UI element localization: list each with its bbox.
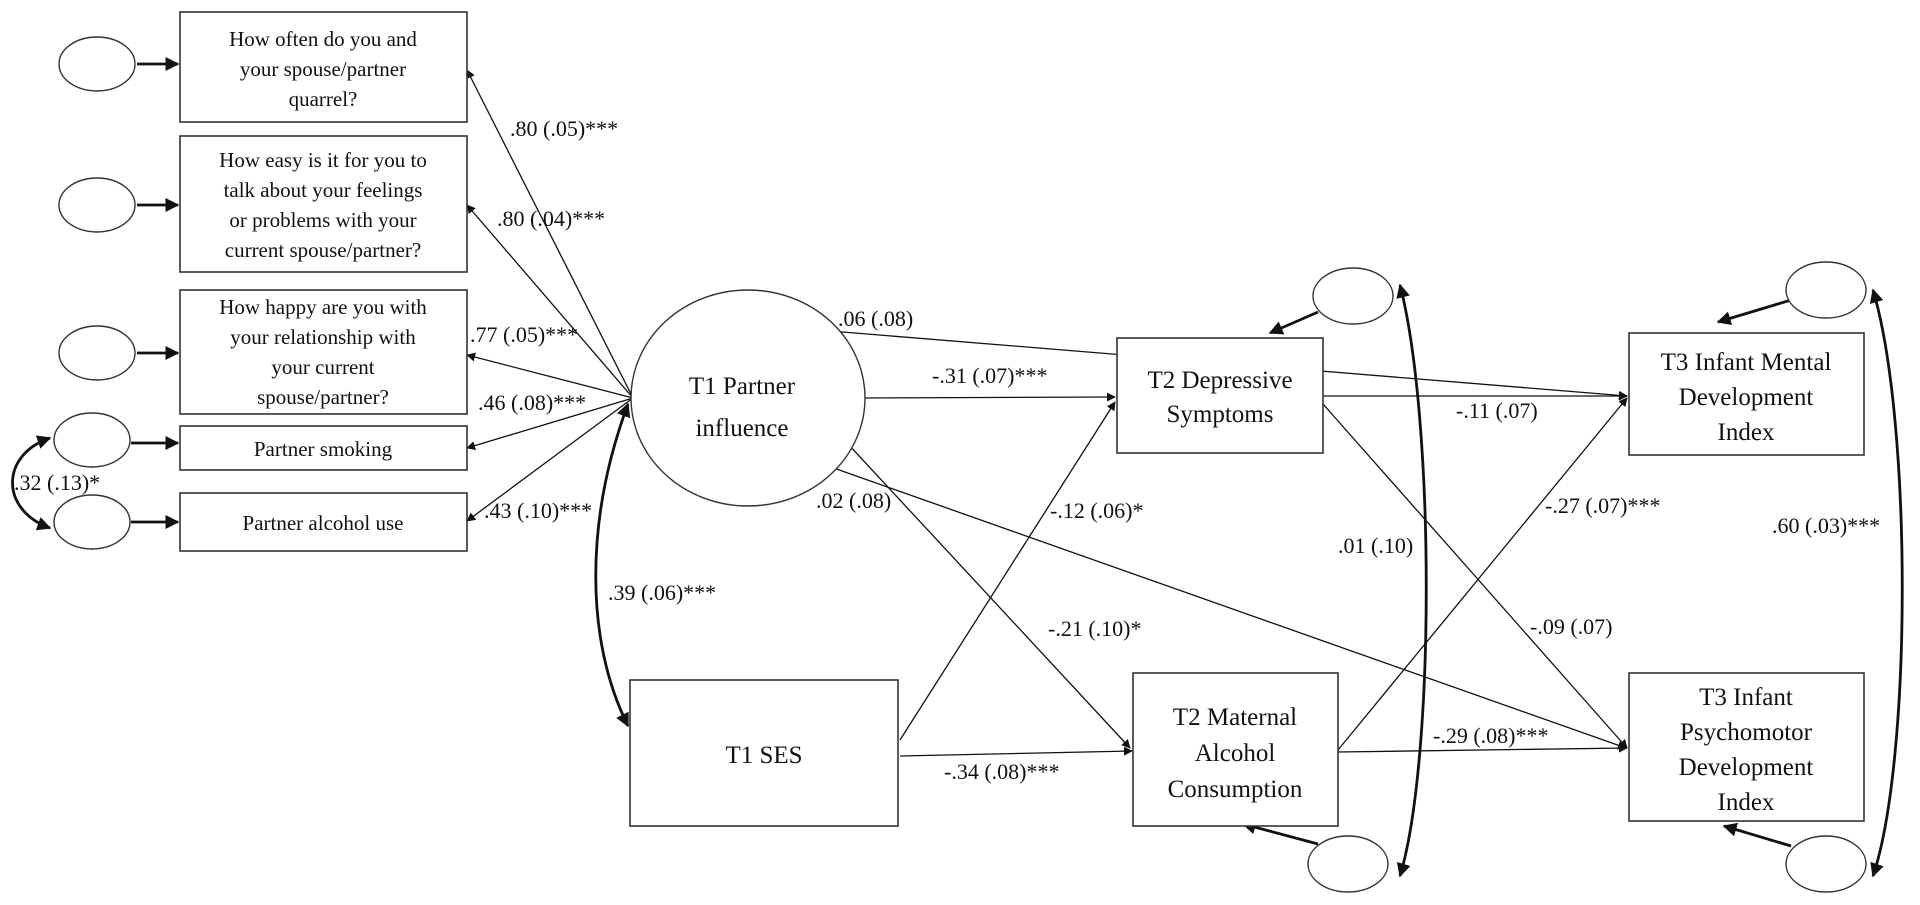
error-ellipse-2	[58, 177, 136, 233]
error-ellipse-1	[58, 36, 136, 92]
residual-arrow-alc	[1241, 820, 1319, 846]
coef-latent-pdi: .02 (.08)	[816, 488, 891, 513]
cov-latent-ses	[594, 402, 631, 728]
indicator-box-4	[179, 425, 468, 471]
indicator-3-line-2: your relationship with	[230, 325, 416, 349]
cov-smoke-alcohol	[11, 435, 52, 531]
box-t2-depressive	[1116, 337, 1324, 454]
path-alc-pdi	[1337, 743, 1628, 753]
coef-dep-alc-residual-cov: .01 (.10)	[1338, 533, 1413, 558]
dep-label-line-1: T2 Depressive	[1147, 367, 1292, 394]
pdi-label-line-4: Index	[1718, 789, 1775, 816]
coef-ses-alc: -.34 (.08)***	[944, 759, 1059, 784]
indicator-3-line-3: your current	[271, 355, 374, 379]
coef-smoke-alcohol-cov: .32 (.13)*	[14, 470, 100, 495]
indicator-1-line-1: How often do you and	[229, 27, 417, 51]
coef-loading-3: .77 (.05)***	[470, 322, 578, 347]
ses-label: T1 SES	[725, 742, 802, 769]
coef-latent-dep: -.31 (.07)***	[932, 363, 1047, 388]
indicator-1-line-3: quarrel?	[289, 87, 358, 111]
alc-label-line-3: Consumption	[1168, 776, 1303, 803]
indicator-2-line-3: or problems with your	[229, 208, 416, 232]
mdi-label-line-3: Index	[1718, 419, 1775, 446]
coef-loading-4: .46 (.08)***	[478, 390, 586, 415]
indicator-3-line-1: How happy are you with	[219, 295, 427, 319]
indicator-box-1	[179, 11, 468, 123]
coef-loading-2: .80 (.04)***	[497, 206, 605, 231]
residual-arrow-pdi	[1722, 822, 1792, 848]
latent-partner-influence	[630, 289, 866, 507]
path-dep-pdi	[1322, 403, 1628, 749]
coef-dep-mdi: -.11 (.07)	[1456, 398, 1538, 423]
box-t3-psychomotor	[1628, 672, 1865, 822]
pdi-label-line-1: T3 Infant	[1699, 684, 1793, 711]
residual-arrow-mdi	[1716, 298, 1792, 326]
loading-arrow-4	[466, 397, 634, 450]
path-ses-dep	[899, 401, 1116, 741]
indicator-box-2	[179, 135, 468, 273]
path-latent-dep	[862, 392, 1116, 402]
box-t3-mental	[1628, 332, 1865, 456]
loading-arrow-2	[466, 204, 634, 399]
cov-dep-alc-residuals	[1396, 283, 1428, 878]
error-terms	[53, 36, 1867, 893]
path-latent-alc	[847, 443, 1131, 749]
indicator-1-line-2: your spouse/partner	[240, 57, 406, 81]
box-t1-ses	[629, 679, 899, 827]
indicator-2-line-4: current spouse/partner?	[225, 238, 422, 262]
alc-label-line-2: Alcohol	[1195, 740, 1276, 767]
path-ses-alc	[899, 746, 1133, 757]
indicator-5-label: Partner alcohol use	[243, 511, 404, 535]
residual-arrow-dep	[1268, 310, 1319, 335]
loading-arrow-1	[466, 69, 634, 399]
constructs: T1 Partner influence T1 SES T2 Depressiv…	[629, 289, 1865, 827]
latent-label-line-2: influence	[695, 415, 788, 442]
error-ellipse-5	[53, 494, 131, 550]
mdi-label-line-2: Development	[1679, 384, 1814, 411]
pdi-label-line-3: Development	[1679, 754, 1814, 781]
residual-ellipse-dep	[1312, 267, 1394, 325]
indicator-boxes: How often do you and your spouse/partner…	[179, 11, 468, 552]
residual-ellipse-alc	[1307, 835, 1389, 893]
box-t2-alcohol	[1132, 672, 1339, 827]
indicator-2-line-2: talk about your feelings	[224, 178, 423, 202]
residual-ellipse-mdi	[1785, 261, 1867, 319]
coef-latent-mdi: .06 (.08)	[838, 306, 913, 331]
coefficient-labels: .80 (.05)*** .80 (.04)*** .77 (.05)*** .…	[14, 116, 1880, 784]
indicator-2-line-1: How easy is it for you to	[219, 148, 427, 172]
loading-arrow-3	[466, 352, 634, 399]
coef-mdi-pdi-residual-cov: .60 (.03)***	[1772, 513, 1880, 538]
coef-latent-ses-cov: .39 (.06)***	[608, 580, 716, 605]
dep-label-line-2: Symptoms	[1167, 401, 1274, 428]
coef-alc-mdi: -.27 (.07)***	[1545, 493, 1660, 518]
coef-latent-alc: -.21 (.10)*	[1048, 616, 1141, 641]
error-ellipse-3	[58, 325, 136, 381]
indicator-4-label: Partner smoking	[254, 437, 393, 461]
alc-label-line-1: T2 Maternal	[1173, 704, 1297, 731]
pdi-label-line-2: Psychomotor	[1680, 719, 1813, 746]
coef-ses-dep: -.12 (.06)*	[1050, 498, 1143, 523]
indicator-box-5	[179, 492, 468, 552]
coef-loading-5: .43 (.10)***	[484, 498, 592, 523]
mdi-label-line-1: T3 Infant Mental	[1661, 349, 1832, 376]
path-alc-mdi	[1337, 397, 1628, 751]
loading-arrow-5	[466, 397, 634, 522]
path-latent-pdi	[827, 465, 1627, 750]
cov-mdi-pdi-residuals	[1869, 288, 1904, 878]
residual-ellipse-pdi	[1785, 835, 1867, 893]
error-ellipse-4	[53, 412, 131, 468]
indicator-box-3	[179, 289, 468, 415]
indicator-3-line-4: spouse/partner?	[257, 385, 389, 409]
latent-label-line-1: T1 Partner	[689, 373, 796, 400]
coef-loading-1: .80 (.05)***	[510, 116, 618, 141]
coef-alc-pdi: -.29 (.08)***	[1433, 723, 1548, 748]
coef-dep-pdi: -.09 (.07)	[1530, 614, 1612, 639]
